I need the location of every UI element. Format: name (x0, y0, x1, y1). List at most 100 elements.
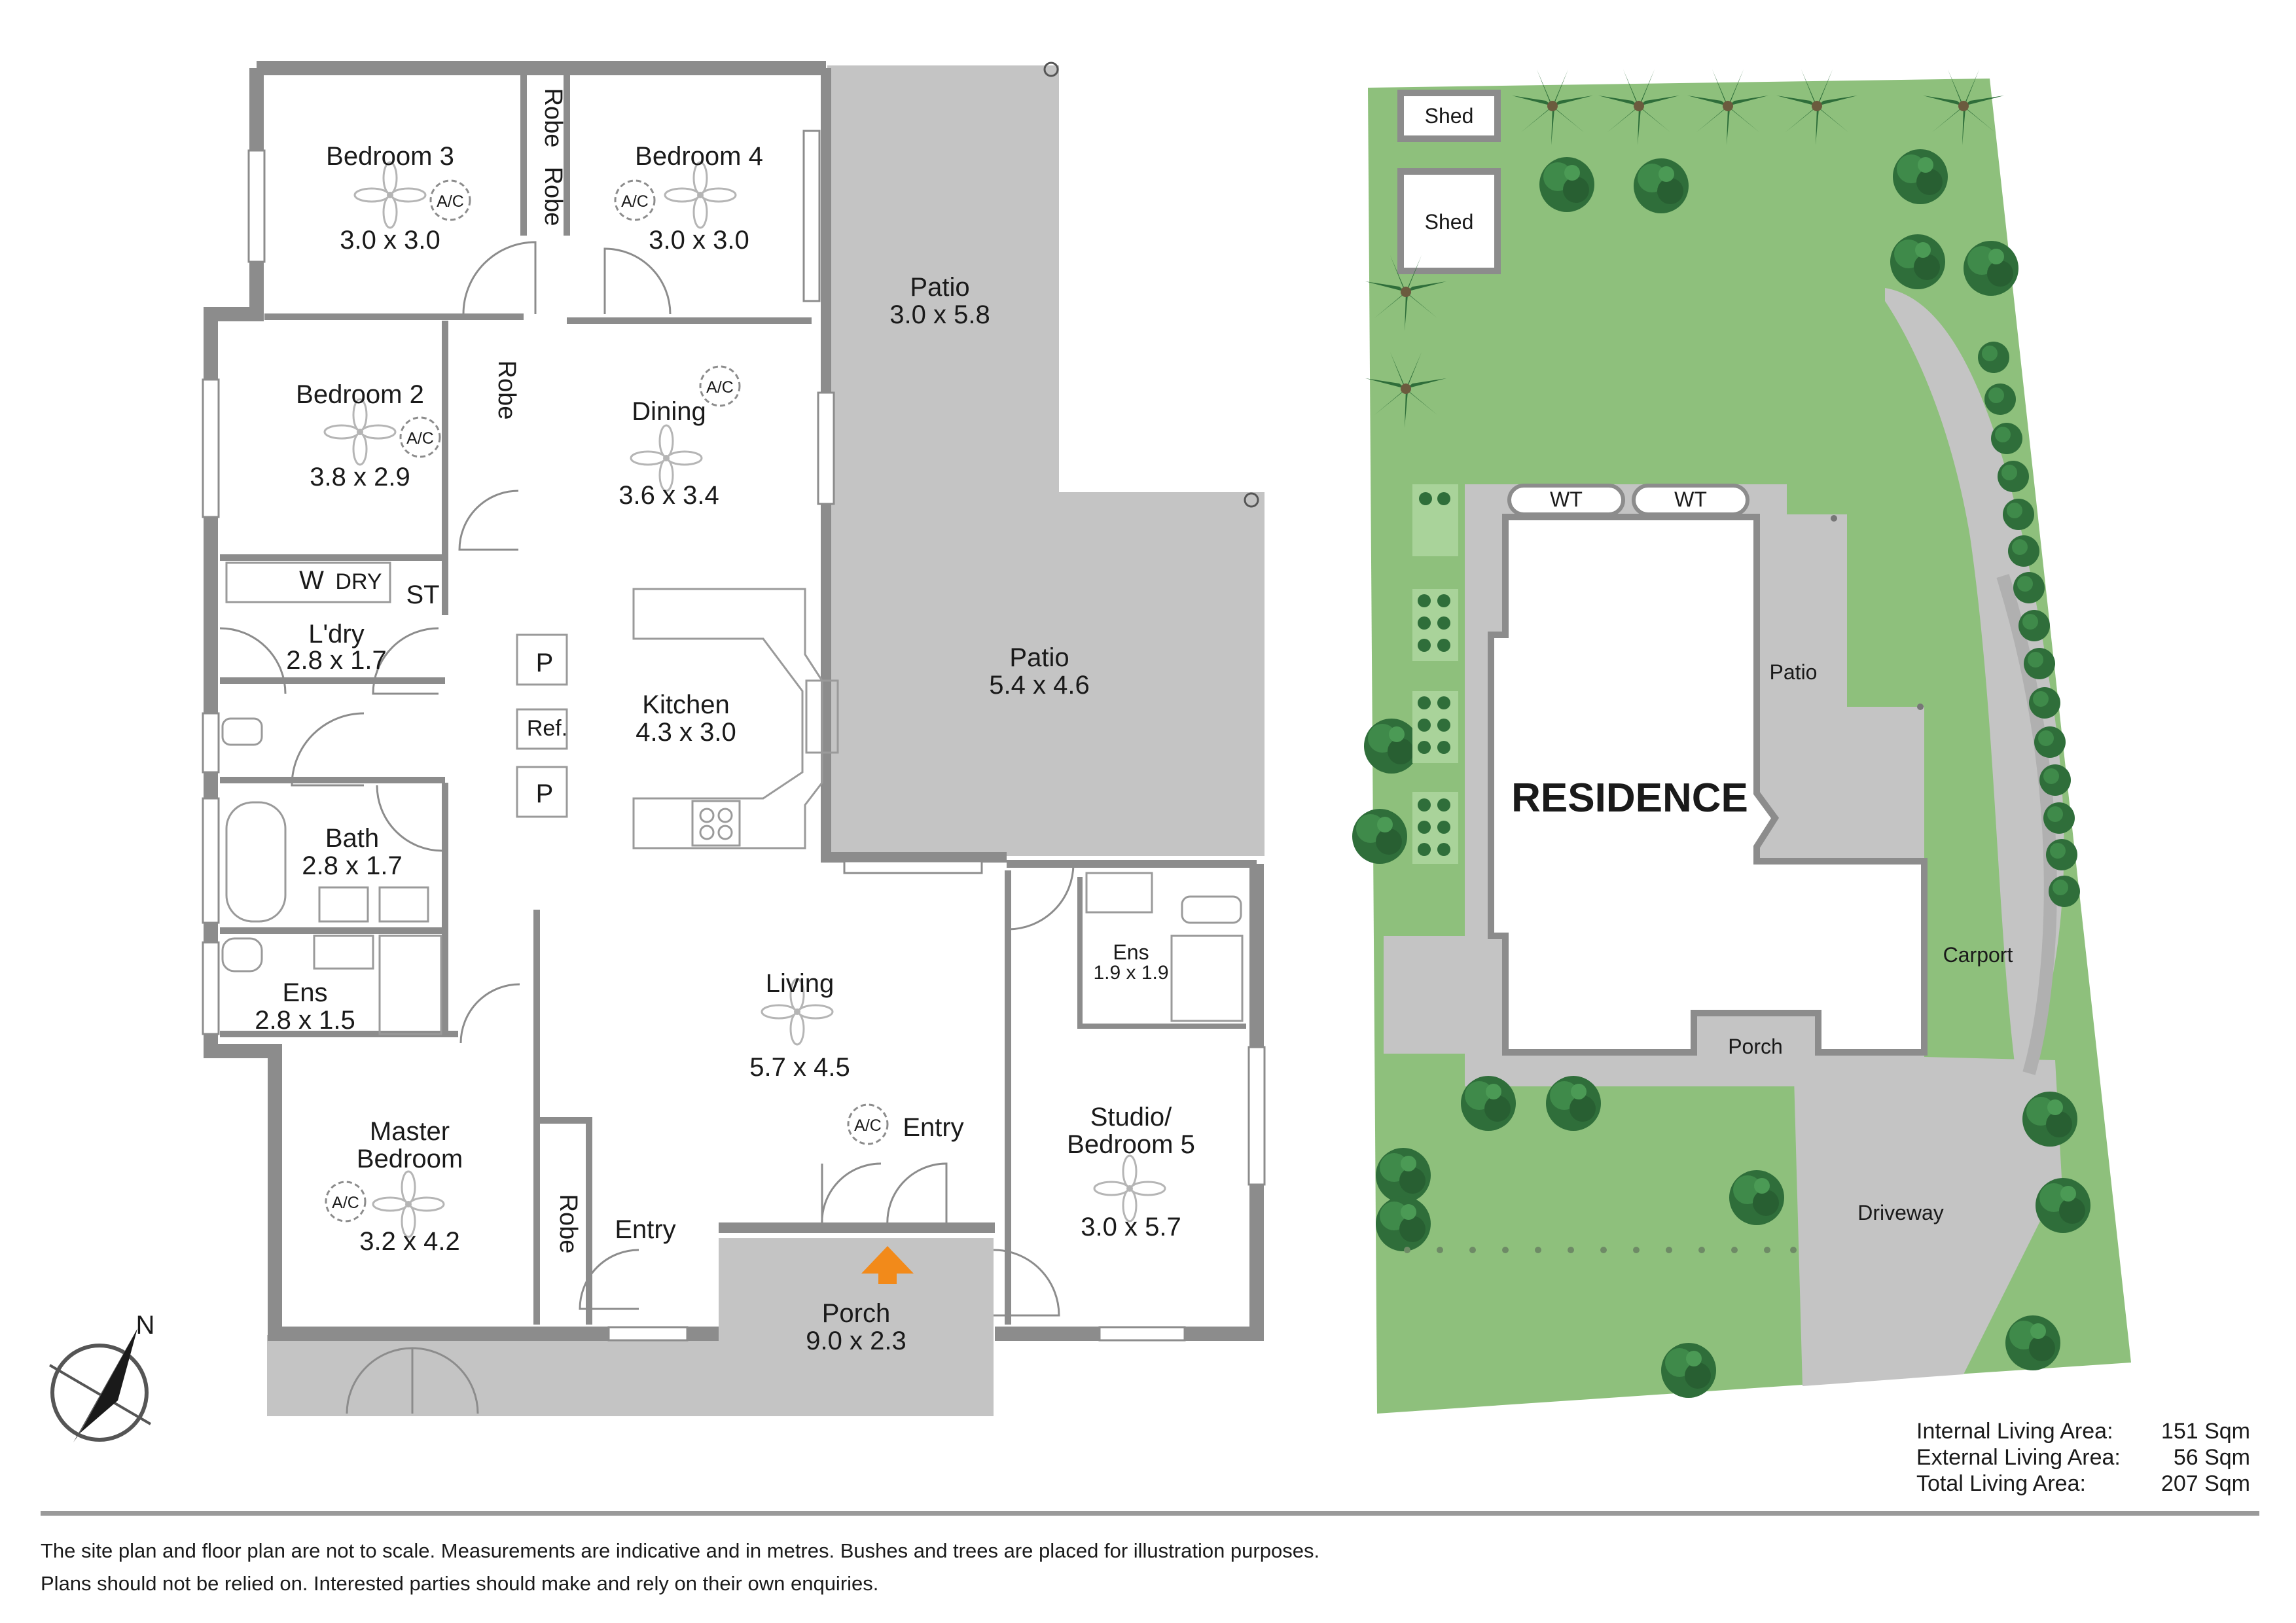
post-markers (1043, 62, 1259, 508)
aircon-bedroom-2: A/C (399, 416, 441, 458)
svg-text:5.7 x 4.5: 5.7 x 4.5 (749, 1053, 850, 1082)
svg-text:5.4 x 4.6: 5.4 x 4.6 (989, 671, 1089, 700)
svg-text:A/C: A/C (406, 429, 434, 448)
svg-text:3.8 x 2.9: 3.8 x 2.9 (310, 463, 410, 491)
site-plan: RESIDENCE Shed Shed WT WT Patio Carport … (1352, 69, 2131, 1414)
kitchen-benches (225, 562, 839, 849)
robe-label-2: Robe (539, 167, 567, 226)
aircon-bedroom-3: A/C (429, 179, 471, 221)
area-total-label: Total Living Area: (1916, 1471, 2086, 1496)
svg-text:Shed: Shed (1425, 210, 1474, 234)
residence-label: RESIDENCE (1511, 776, 1748, 821)
area-total: Total Living Area: 207 Sqm (1916, 1471, 2250, 1497)
svg-text:Bedroom: Bedroom (357, 1145, 463, 1173)
robe-label-1: Robe (539, 88, 567, 148)
svg-text:4.3 x 3.0: 4.3 x 3.0 (636, 718, 736, 747)
fixture-labels: Robe Robe Robe Robe W DRY ST P Ref. P En… (299, 88, 964, 1254)
svg-text:2.8 x 1.7: 2.8 x 1.7 (302, 851, 402, 880)
svg-text:L'dry: L'dry (308, 620, 364, 649)
outdoor-areas (267, 65, 1265, 1416)
dryer-label: DRY (335, 569, 382, 594)
svg-text:WT: WT (1674, 488, 1707, 511)
aircon-units: A/C A/C A/C A/C A/C A/C (325, 179, 889, 1222)
svg-text:Bath: Bath (325, 824, 379, 853)
entry-arrow-icon (861, 1246, 914, 1284)
shed-2: Shed (1397, 168, 1501, 274)
washer-label: W (299, 566, 324, 595)
side-path (1885, 288, 2064, 1073)
svg-text:A/C: A/C (332, 1194, 359, 1212)
footer-divider (41, 1511, 2259, 1516)
svg-text:2.8 x 1.7: 2.8 x 1.7 (286, 646, 386, 675)
windows (202, 130, 1266, 1342)
area-external-label: External Living Area: (1916, 1445, 2121, 1470)
svg-text:3.0 x 5.8: 3.0 x 5.8 (889, 300, 990, 329)
driveway (1793, 1054, 2062, 1386)
site-carport-label: Carport (1943, 943, 2013, 967)
site-driveway-label: Driveway (1857, 1201, 1944, 1224)
room-bedroom-4: Bedroom 43.0 x 3.0 (635, 142, 763, 255)
svg-text:Patio: Patio (910, 273, 969, 302)
area-external: External Living Area: 56 Sqm (1916, 1445, 2250, 1471)
doors (219, 241, 1075, 1414)
area-internal-value: 151 Sqm (2161, 1419, 2250, 1444)
svg-text:Patio: Patio (1009, 643, 1069, 672)
svg-text:WT: WT (1550, 488, 1583, 511)
svg-text:Bedroom 4: Bedroom 4 (635, 142, 763, 171)
aircon-master: A/C (325, 1181, 367, 1222)
svg-text:3.0 x 3.0: 3.0 x 3.0 (340, 226, 440, 255)
garden-beds (1412, 484, 1458, 864)
aircon-living: A/C (847, 1103, 889, 1145)
storage-label: ST (406, 580, 439, 609)
svg-text:Dining: Dining (632, 397, 706, 426)
svg-text:Studio/: Studio/ (1090, 1103, 1172, 1132)
svg-text:A/C: A/C (854, 1116, 882, 1135)
svg-text:N: N (136, 1311, 155, 1340)
water-tank-1: WT (1507, 484, 1625, 516)
disclaimer-line-1: The site plan and floor plan are not to … (41, 1539, 1320, 1562)
svg-text:3.0 x 5.7: 3.0 x 5.7 (1081, 1213, 1181, 1241)
svg-text:Porch: Porch (822, 1299, 891, 1328)
svg-text:9.0 x 2.3: 9.0 x 2.3 (806, 1327, 906, 1355)
pantry-label-2: P (536, 779, 554, 808)
svg-text:A/C: A/C (706, 378, 734, 397)
aircon-dining: A/C (699, 365, 741, 407)
svg-text:1.9 x 1.9: 1.9 x 1.9 (1093, 962, 1168, 984)
svg-text:Ens: Ens (283, 978, 328, 1007)
water-tank-2: WT (1632, 484, 1749, 516)
pantry-label-1: P (536, 649, 554, 677)
entry-label-living: Entry (903, 1113, 963, 1142)
room-bedroom-2: Bedroom 2 3.8 x 2.9 (296, 380, 424, 491)
fridge-label: Ref. (527, 716, 567, 741)
area-internal: Internal Living Area: 151 Sqm (1916, 1419, 2250, 1445)
entry-label-side: Entry (615, 1215, 675, 1244)
residence-footprint (1488, 514, 1928, 1056)
site-porch-label: Porch (1728, 1035, 1783, 1058)
svg-text:Shed: Shed (1425, 104, 1474, 128)
aircon-bedroom-4: A/C (614, 179, 656, 221)
patio-area (827, 65, 1265, 856)
room-bedroom-3: Bedroom 33.0 x 3.0 (326, 142, 454, 255)
svg-text:3.2 x 4.2: 3.2 x 4.2 (359, 1227, 459, 1256)
svg-text:A/C: A/C (437, 192, 464, 211)
robe-label-3: Robe (493, 361, 520, 420)
svg-text:Bedroom 5: Bedroom 5 (1067, 1130, 1195, 1159)
site-patio-label: Patio (1770, 660, 1818, 684)
disclaimer-line-2: Plans should not be relied on. Intereste… (41, 1572, 879, 1595)
area-external-value: 56 Sqm (2173, 1445, 2250, 1470)
area-internal-label: Internal Living Area: (1916, 1419, 2113, 1444)
svg-text:A/C: A/C (621, 192, 649, 211)
area-total-value: 207 Sqm (2161, 1471, 2250, 1496)
svg-text:Ens: Ens (1113, 940, 1149, 964)
svg-text:Bedroom 2: Bedroom 2 (296, 380, 424, 409)
